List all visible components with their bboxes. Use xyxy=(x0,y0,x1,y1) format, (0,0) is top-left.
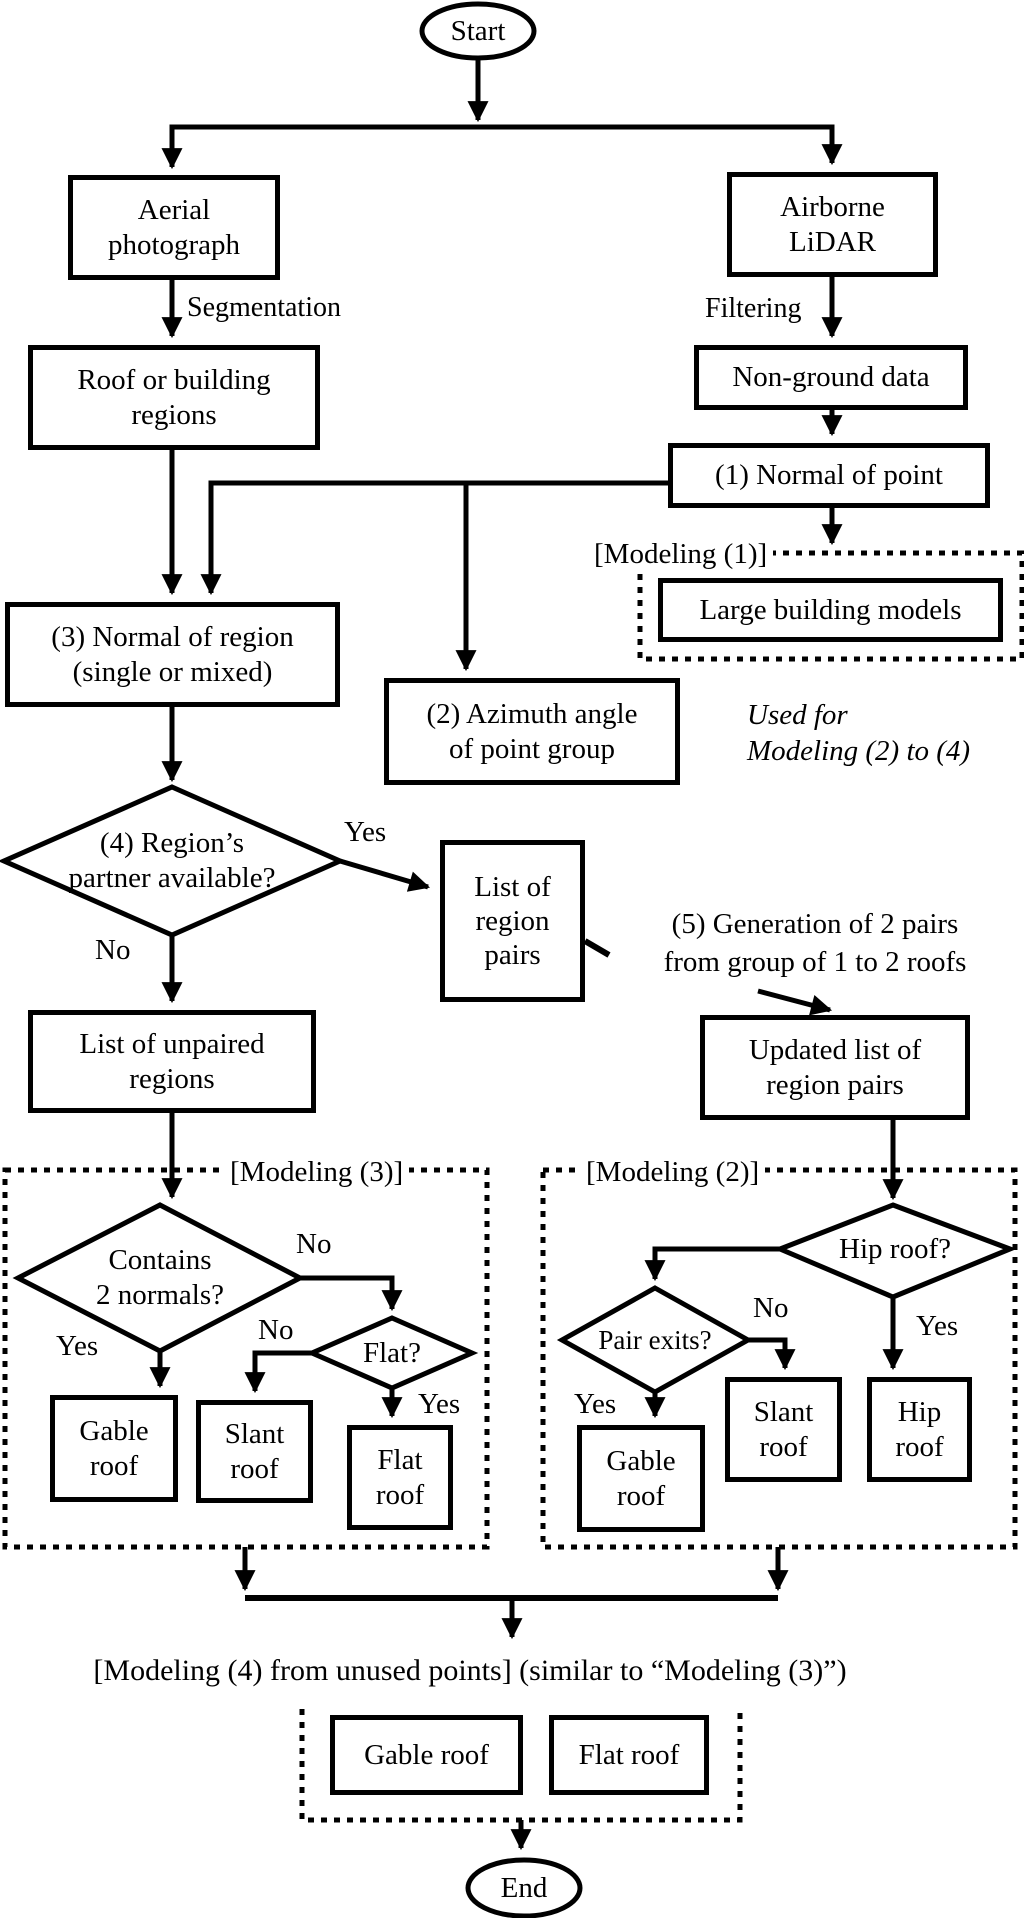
edge-label-flat-yes: Yes xyxy=(418,1388,461,1420)
node-list-region-pairs: List of region pairs xyxy=(440,840,585,1002)
node-list-unpaired-regions: List of unpaired regions xyxy=(28,1010,316,1113)
annotation-modeling1: [Modeling (1)] xyxy=(588,536,774,573)
edge-label-contains-no: No xyxy=(296,1228,332,1260)
node-normal-of-region: (3) Normal of region (single or mixed) xyxy=(5,602,340,707)
decision-contains-2-normals xyxy=(12,1202,306,1354)
edge-label-pair-yes: Yes xyxy=(574,1388,617,1420)
node-aerial-photograph: Aerial photograph xyxy=(68,175,280,280)
edge-label-hip-yes: Yes xyxy=(916,1310,959,1342)
node-normal-of-point: (1) Normal of point xyxy=(668,443,990,508)
node-slant-roof-m3: Slant roof xyxy=(196,1400,313,1503)
node-azimuth-angle: (2) Azimuth angle of point group xyxy=(384,678,680,785)
annotation-modeling3: [Modeling (3)] xyxy=(224,1154,410,1191)
edge-split-aerial xyxy=(161,124,478,170)
decision-hip-roof xyxy=(773,1202,1017,1300)
decision-flat xyxy=(305,1315,479,1391)
node-gable-roof-m4: Gable roof xyxy=(330,1715,523,1795)
decision-hip-label: Hip roof? xyxy=(839,1232,951,1265)
edge-contains-no-flat xyxy=(300,1275,403,1312)
annotation-modeling2: [Modeling (2)] xyxy=(580,1154,766,1191)
edge-generation-updatedlist xyxy=(757,988,833,1016)
decision-pair-label: Pair exits? xyxy=(598,1324,712,1355)
edge-label-flat-no: No xyxy=(258,1314,294,1346)
decision-partner-label: (4) Region’s partner available? xyxy=(68,827,276,894)
edge-hip-left-pairexits xyxy=(644,1246,780,1282)
node-roof-building-regions: Roof or building regions xyxy=(28,345,320,450)
edge-label-partner-no: No xyxy=(95,934,131,966)
annotation-used-for: Used for Modeling (2) to (4) xyxy=(747,699,971,768)
start-label: Start xyxy=(450,15,506,47)
decision-partner-available xyxy=(0,784,347,938)
node-gable-roof-m2: Gable roof xyxy=(577,1425,705,1532)
edge-label-filtering: Filtering xyxy=(705,293,802,324)
edge-flat-no-slant3 xyxy=(244,1350,312,1394)
edge-pair-no-slant2 xyxy=(748,1337,796,1371)
decision-pair-exits xyxy=(556,1285,754,1395)
modeling1-dashed-box xyxy=(637,550,1024,662)
node-flat-roof-m4: Flat roof xyxy=(549,1715,709,1795)
decision-contains-label: Contains 2 normals? xyxy=(95,1244,225,1311)
edge-split-lidar xyxy=(478,124,843,166)
node-hip-roof-m2: Hip roof xyxy=(867,1377,972,1482)
edge-label-segmentation: Segmentation xyxy=(187,292,341,323)
end-label: End xyxy=(500,1872,548,1904)
annotation-modeling4: [Modeling (4) from unused points] (simil… xyxy=(93,1654,847,1687)
edge-label-partner-yes: Yes xyxy=(344,816,387,848)
node-updated-list-region-pairs: Updated list of region pairs xyxy=(700,1015,970,1120)
callout-listpairs-generation xyxy=(583,938,611,958)
node-airborne-lidar: Airborne LiDAR xyxy=(727,172,938,277)
edge-normalpoint-normalregion xyxy=(200,480,668,596)
edge-label-contains-yes: Yes xyxy=(56,1330,99,1362)
edge-label-pair-no: No xyxy=(753,1292,789,1324)
annotation-generation: (5) Generation of 2 pairs from group of … xyxy=(663,908,967,978)
node-flat-roof-m3: Flat roof xyxy=(347,1425,453,1530)
node-slant-roof-m2: Slant roof xyxy=(725,1377,842,1482)
node-non-ground-data: Non-ground data xyxy=(694,345,968,410)
edge-partner-yes-listpairs xyxy=(339,858,431,892)
node-large-building-models: Large building models xyxy=(658,578,1003,642)
node-gable-roof-m3: Gable roof xyxy=(50,1395,178,1502)
end-terminator xyxy=(465,1857,583,1918)
start-terminator xyxy=(419,1,537,61)
decision-flat-label: Flat? xyxy=(363,1336,421,1369)
